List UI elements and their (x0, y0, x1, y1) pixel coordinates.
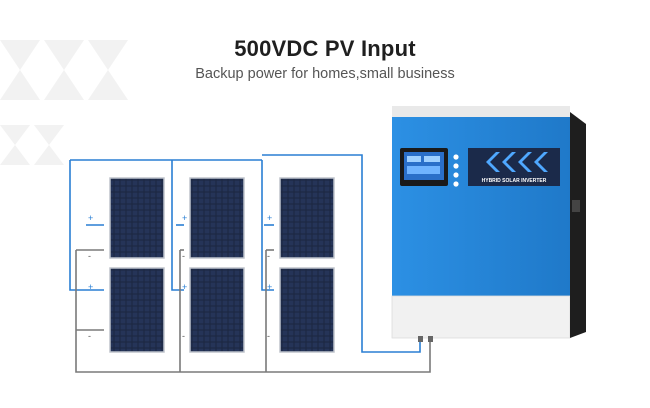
solar-panel-icon (109, 177, 165, 259)
pv-connector-icon (418, 336, 423, 342)
inverter-front-label: HYBRID SOLAR INVERTER (482, 178, 547, 184)
minus-sign: - (88, 331, 91, 341)
inverter-body (392, 117, 570, 297)
page-subtitle: Backup power for homes,small business (195, 66, 455, 82)
side-switch (572, 200, 580, 212)
plus-sign: + (88, 282, 93, 292)
plus-sign: + (267, 213, 272, 223)
inverter-icon: HYBRID SOLAR INVERTER (391, 106, 586, 342)
chevron-left-icon (502, 152, 516, 172)
plus-sign: + (88, 213, 93, 223)
page-title: 500VDC PV Input (234, 36, 416, 61)
button-icon (453, 154, 459, 160)
minus-sign: - (267, 251, 270, 261)
solar-panel-array (109, 177, 335, 353)
chevron-bg-icon (0, 40, 40, 100)
minus-sign: - (182, 331, 185, 341)
button-icon (453, 163, 459, 169)
background-chevrons (0, 40, 500, 165)
chevron-arrows (486, 152, 548, 172)
plus-sign: + (267, 282, 272, 292)
solar-panel-icon (279, 267, 335, 353)
minus-sign: - (88, 251, 91, 261)
plus-sign: + (182, 213, 187, 223)
solar-panel-icon (279, 177, 335, 259)
inverter-top-cap (392, 106, 570, 118)
solar-panel-icon (109, 267, 165, 353)
polarity-markers: + - + - + - + - + - + - (88, 213, 272, 341)
minus-sign: - (267, 331, 270, 341)
negative-wiring (75, 249, 431, 373)
chevron-left-icon (534, 152, 548, 172)
solar-panel-icon (189, 177, 245, 259)
inverter-side (570, 112, 586, 338)
chevron-left-icon (486, 152, 500, 172)
pv-connector-icon (428, 336, 433, 342)
chevron-bg-icon (34, 125, 64, 165)
chevron-bg-icon (0, 125, 30, 165)
inverter-base (391, 295, 571, 339)
button-icon (453, 181, 459, 187)
chevron-left-icon (518, 152, 532, 172)
chevron-bg-icon (44, 40, 84, 100)
minus-sign: - (182, 251, 185, 261)
solar-panel-icon (189, 267, 245, 353)
button-icon (453, 172, 459, 178)
plus-sign: + (182, 282, 187, 292)
chevron-bg-icon (88, 40, 128, 100)
